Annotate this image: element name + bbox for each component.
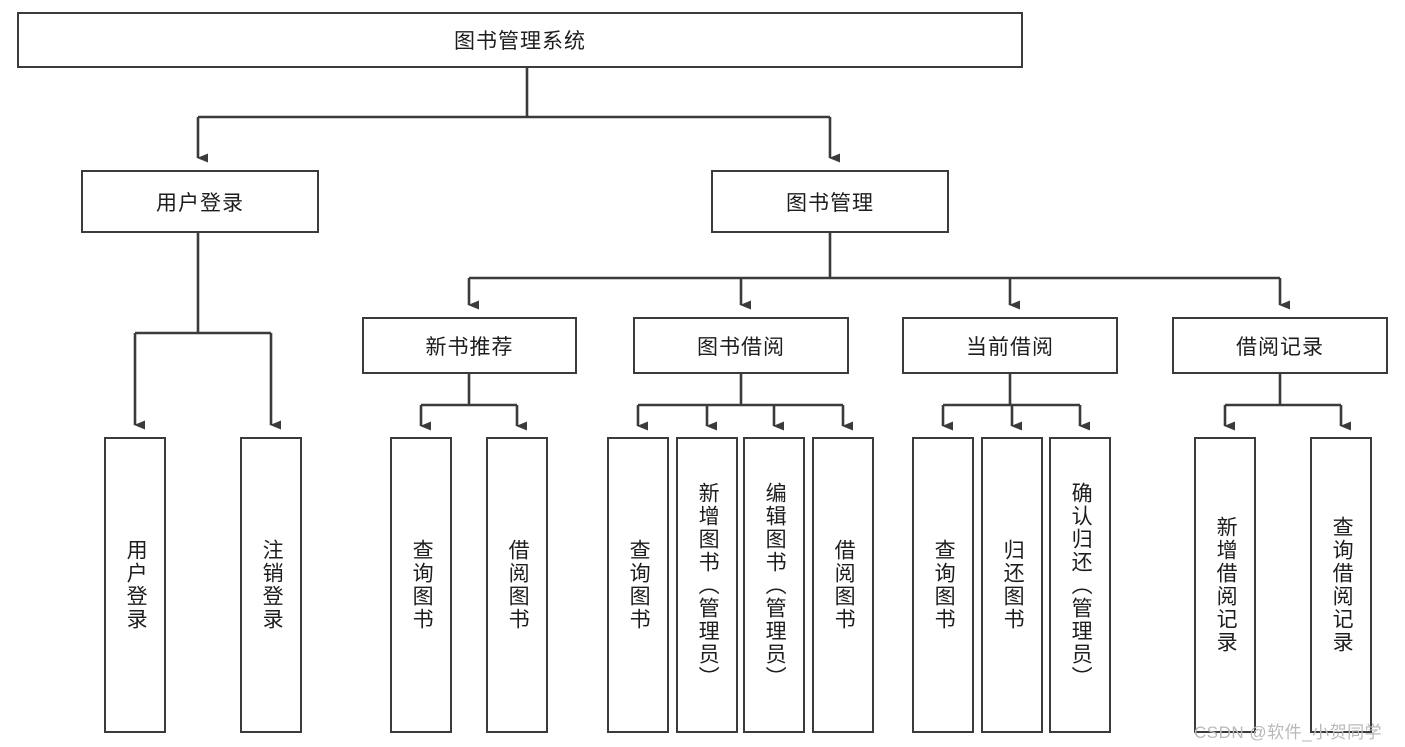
node-leaf-edit-book[interactable]: 编辑图书（管理员） (743, 437, 805, 733)
node-leaf-return-book[interactable]: 归还图书 (981, 437, 1043, 733)
node-leaf-logout-login[interactable]: 注销登录 (240, 437, 302, 733)
node-leaf-borrow-book-2[interactable]: 借阅图书 (812, 437, 874, 733)
node-leaf-query-book-2[interactable]: 查询图书 (607, 437, 669, 733)
node-leaf-add-record[interactable]: 新增借阅记录 (1194, 437, 1256, 733)
node-user-login[interactable]: 用户登录 (81, 170, 319, 233)
node-leaf-query-record-label: 查询借阅记录 (1330, 516, 1354, 654)
node-user-login-label: 用户登录 (156, 191, 244, 215)
node-book-borrow-label: 图书借阅 (697, 335, 785, 359)
node-leaf-query-book-2-label: 查询图书 (627, 539, 651, 631)
node-leaf-return-book-label: 归还图书 (1001, 539, 1025, 631)
node-leaf-logout-login-label: 注销登录 (260, 539, 284, 631)
node-leaf-borrow-book-1-label: 借阅图书 (506, 539, 530, 631)
node-current-borrow-label: 当前借阅 (966, 335, 1054, 359)
node-root-label: 图书管理系统 (454, 30, 586, 53)
node-leaf-add-book-label: 新增图书（管理员） (696, 481, 720, 689)
node-root[interactable]: 图书管理系统 (17, 12, 1023, 68)
node-leaf-query-book-3-label: 查询图书 (932, 539, 956, 631)
node-leaf-query-record[interactable]: 查询借阅记录 (1310, 437, 1372, 733)
node-borrow-record[interactable]: 借阅记录 (1172, 317, 1388, 374)
node-leaf-borrow-book-1[interactable]: 借阅图书 (486, 437, 548, 733)
node-book-management[interactable]: 图书管理 (711, 170, 949, 233)
node-leaf-borrow-book-2-label: 借阅图书 (832, 539, 856, 631)
node-new-book-recommend[interactable]: 新书推荐 (362, 317, 577, 374)
csdn-watermark: CSDN @软件_小贺同学 (1194, 723, 1383, 742)
node-leaf-user-login[interactable]: 用户登录 (104, 437, 166, 733)
node-leaf-add-record-label: 新增借阅记录 (1214, 516, 1238, 654)
node-leaf-user-login-label: 用户登录 (124, 539, 148, 631)
node-leaf-add-book[interactable]: 新增图书（管理员） (676, 437, 738, 733)
node-leaf-edit-book-label: 编辑图书（管理员） (763, 481, 787, 689)
node-book-borrow[interactable]: 图书借阅 (633, 317, 849, 374)
node-leaf-query-book-1[interactable]: 查询图书 (390, 437, 452, 733)
node-leaf-query-book-3[interactable]: 查询图书 (912, 437, 974, 733)
node-current-borrow[interactable]: 当前借阅 (902, 317, 1118, 374)
node-leaf-confirm-return-label: 确认归还（管理员） (1069, 481, 1093, 689)
node-new-book-recommend-label: 新书推荐 (425, 335, 514, 359)
node-book-management-label: 图书管理 (786, 191, 874, 215)
node-borrow-record-label: 借阅记录 (1236, 335, 1324, 359)
node-leaf-confirm-return[interactable]: 确认归还（管理员） (1049, 437, 1111, 733)
node-leaf-query-book-1-label: 查询图书 (410, 539, 434, 631)
